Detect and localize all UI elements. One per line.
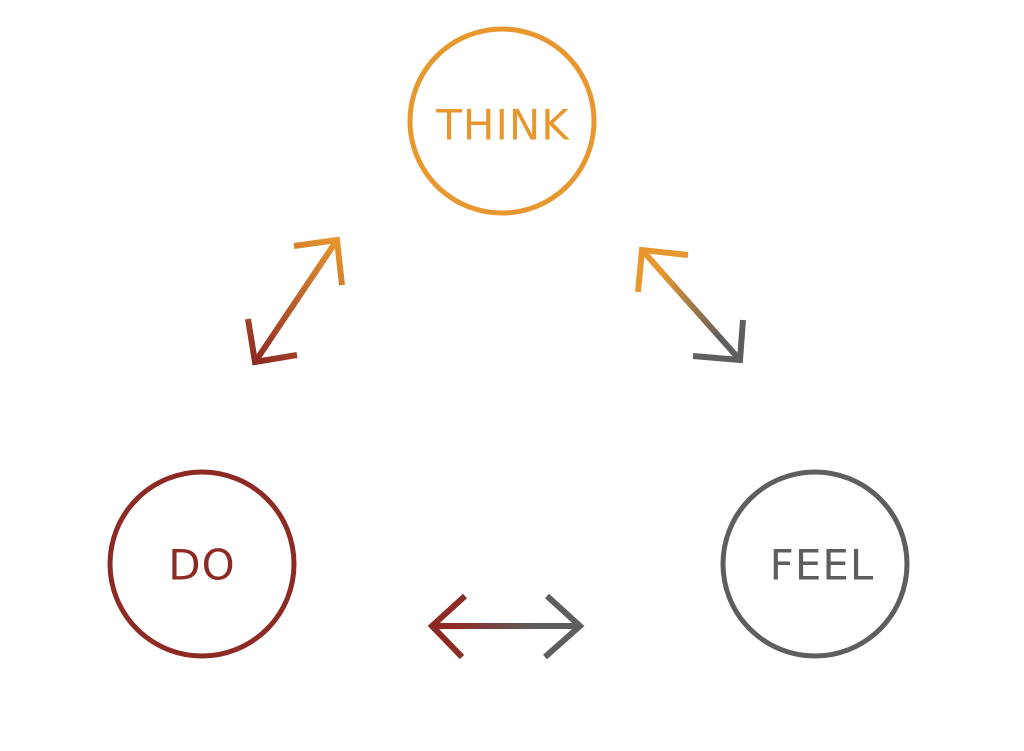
- think-node: THINK: [407, 26, 597, 216]
- do-think-arrowhead-think: [293, 236, 345, 286]
- do-label: DO: [168, 541, 235, 590]
- do-circle: [107, 469, 297, 659]
- feel-circle: [720, 469, 910, 659]
- think-feel-arrow-shaft: [639, 248, 743, 362]
- do-think-arrow: [245, 236, 345, 366]
- do-think-arrow-shaft: [252, 238, 340, 364]
- feel-label: FEEL: [770, 541, 875, 590]
- think-feel-arrow: [635, 246, 746, 364]
- think-feel-arrowhead-feel: [692, 319, 746, 364]
- feel-node: FEEL: [720, 469, 910, 659]
- do-feel-arrowhead-feel: [543, 593, 585, 660]
- do-feel-arrowhead-do: [427, 593, 468, 660]
- think-circle: [407, 26, 597, 216]
- do-think-arrowhead-do: [245, 318, 298, 366]
- think-label: THINK: [435, 101, 570, 150]
- do-feel-arrow: [427, 593, 585, 660]
- think-feel-arrowhead-think: [635, 246, 689, 293]
- do-node: DO: [107, 469, 297, 659]
